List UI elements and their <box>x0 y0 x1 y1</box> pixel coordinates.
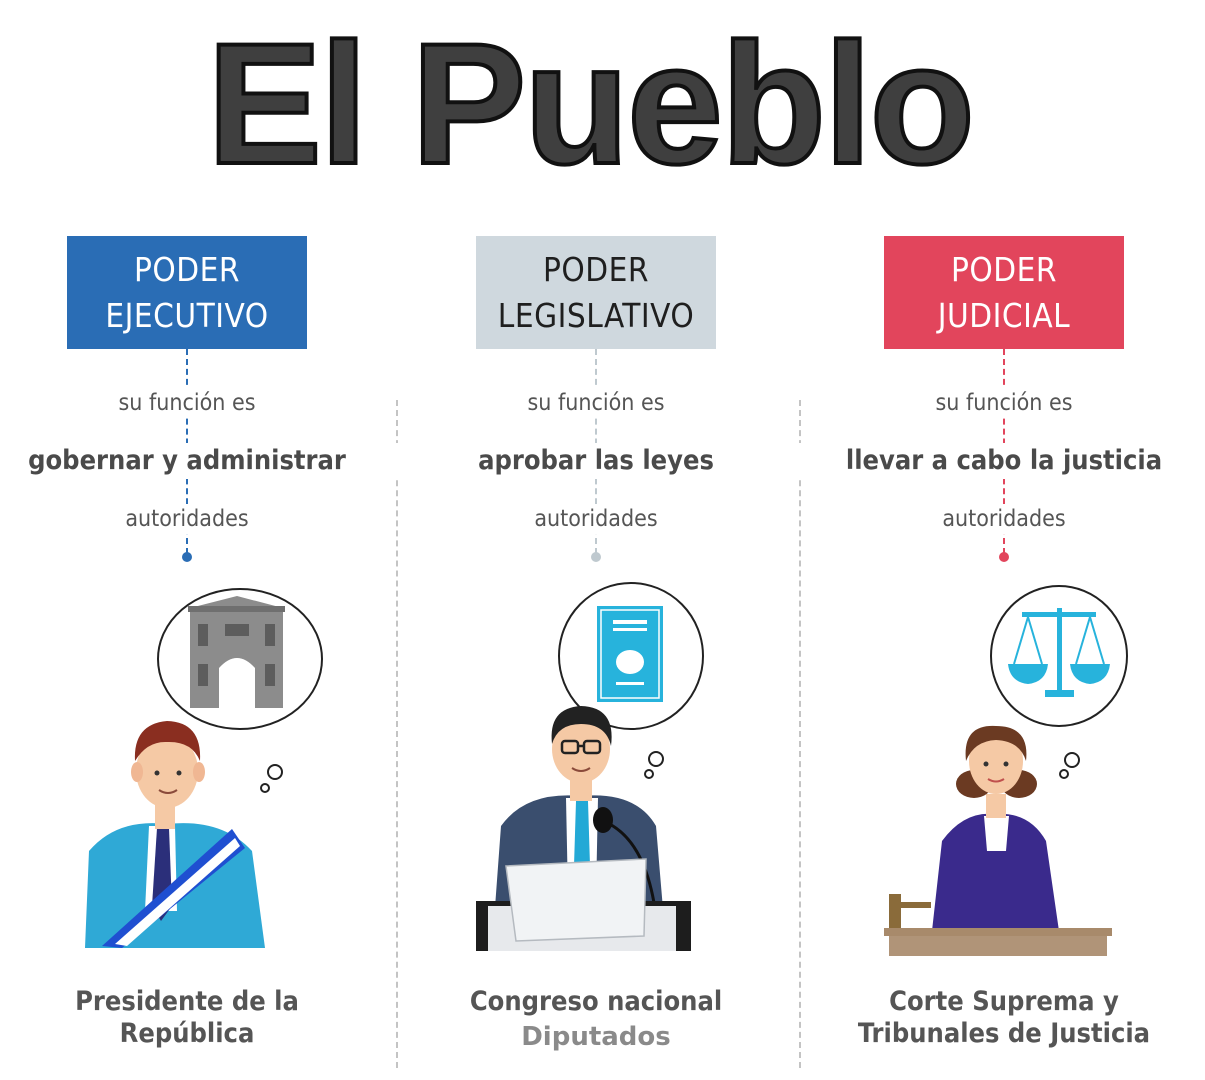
podium <box>476 858 691 951</box>
column-divider <box>799 400 801 1068</box>
function-text: llevar a cabo la justicia <box>794 443 1205 479</box>
header-line: EJECUTIVO <box>105 295 269 335</box>
header-line: JUDICIAL <box>937 295 1071 335</box>
illustration-supreme-court <box>884 585 1128 956</box>
authority-line: Corte Suprema y <box>889 986 1119 1017</box>
header-poder-judicial: PODER JUDICIAL <box>884 236 1124 349</box>
authority-line: Presidente de la <box>75 986 299 1017</box>
header-line: LEGISLATIVO <box>497 295 695 335</box>
column-judicial: PODER JUDICIAL su función es llevar a ca… <box>794 236 1205 1066</box>
authority-subtitle: Diputados <box>521 1022 671 1052</box>
caption-function: su función es <box>406 388 786 418</box>
caption-function: su función es <box>0 388 377 418</box>
connector-dot <box>182 552 192 562</box>
header-poder-ejecutivo: PODER EJECUTIVO <box>67 236 307 349</box>
caption-authorities: autoridades <box>0 504 377 534</box>
function-text: gobernar y administrar <box>0 443 397 479</box>
authority-name: Corte Suprema y Tribunales de Justicia <box>814 986 1194 1050</box>
government-building-icon <box>188 596 285 708</box>
column-ejecutivo: PODER EJECUTIVO su función es gobernar y… <box>0 236 397 1066</box>
page-title: El Pueblo <box>205 8 977 200</box>
column-divider <box>396 400 398 1068</box>
caption-function: su función es <box>814 388 1194 418</box>
connector-dot <box>999 552 1009 562</box>
judge-figure <box>884 725 1112 956</box>
illustration-president <box>85 588 323 948</box>
authority-line: Congreso nacional <box>469 986 723 1017</box>
scales-of-justice-icon <box>1008 608 1110 697</box>
legislator-figure <box>476 706 691 951</box>
column-legislativo: PODER LEGISLATIVO su función es aprobar … <box>386 236 806 1066</box>
gavel-icon <box>889 894 931 928</box>
caption-authorities: autoridades <box>814 504 1194 534</box>
president-figure <box>85 721 265 948</box>
connector-dot <box>591 552 601 562</box>
header-line: PODER <box>542 249 649 289</box>
authority-line: Tribunales de Justicia <box>857 1018 1151 1049</box>
authority-line: República <box>119 1018 255 1049</box>
illustration-congress <box>476 582 704 951</box>
judge-bench <box>884 928 1112 956</box>
header-poder-legislativo: PODER LEGISLATIVO <box>476 236 716 349</box>
constitution-book-icon <box>597 606 663 702</box>
header-line: PODER <box>133 249 240 289</box>
function-text: aprobar las leyes <box>386 443 806 479</box>
presidential-sash <box>102 829 245 948</box>
caption-authorities: autoridades <box>406 504 786 534</box>
authority-name: Presidente de la República <box>0 986 377 1050</box>
authority-name: Congreso nacional <box>406 986 786 1018</box>
header-line: PODER <box>950 249 1057 289</box>
